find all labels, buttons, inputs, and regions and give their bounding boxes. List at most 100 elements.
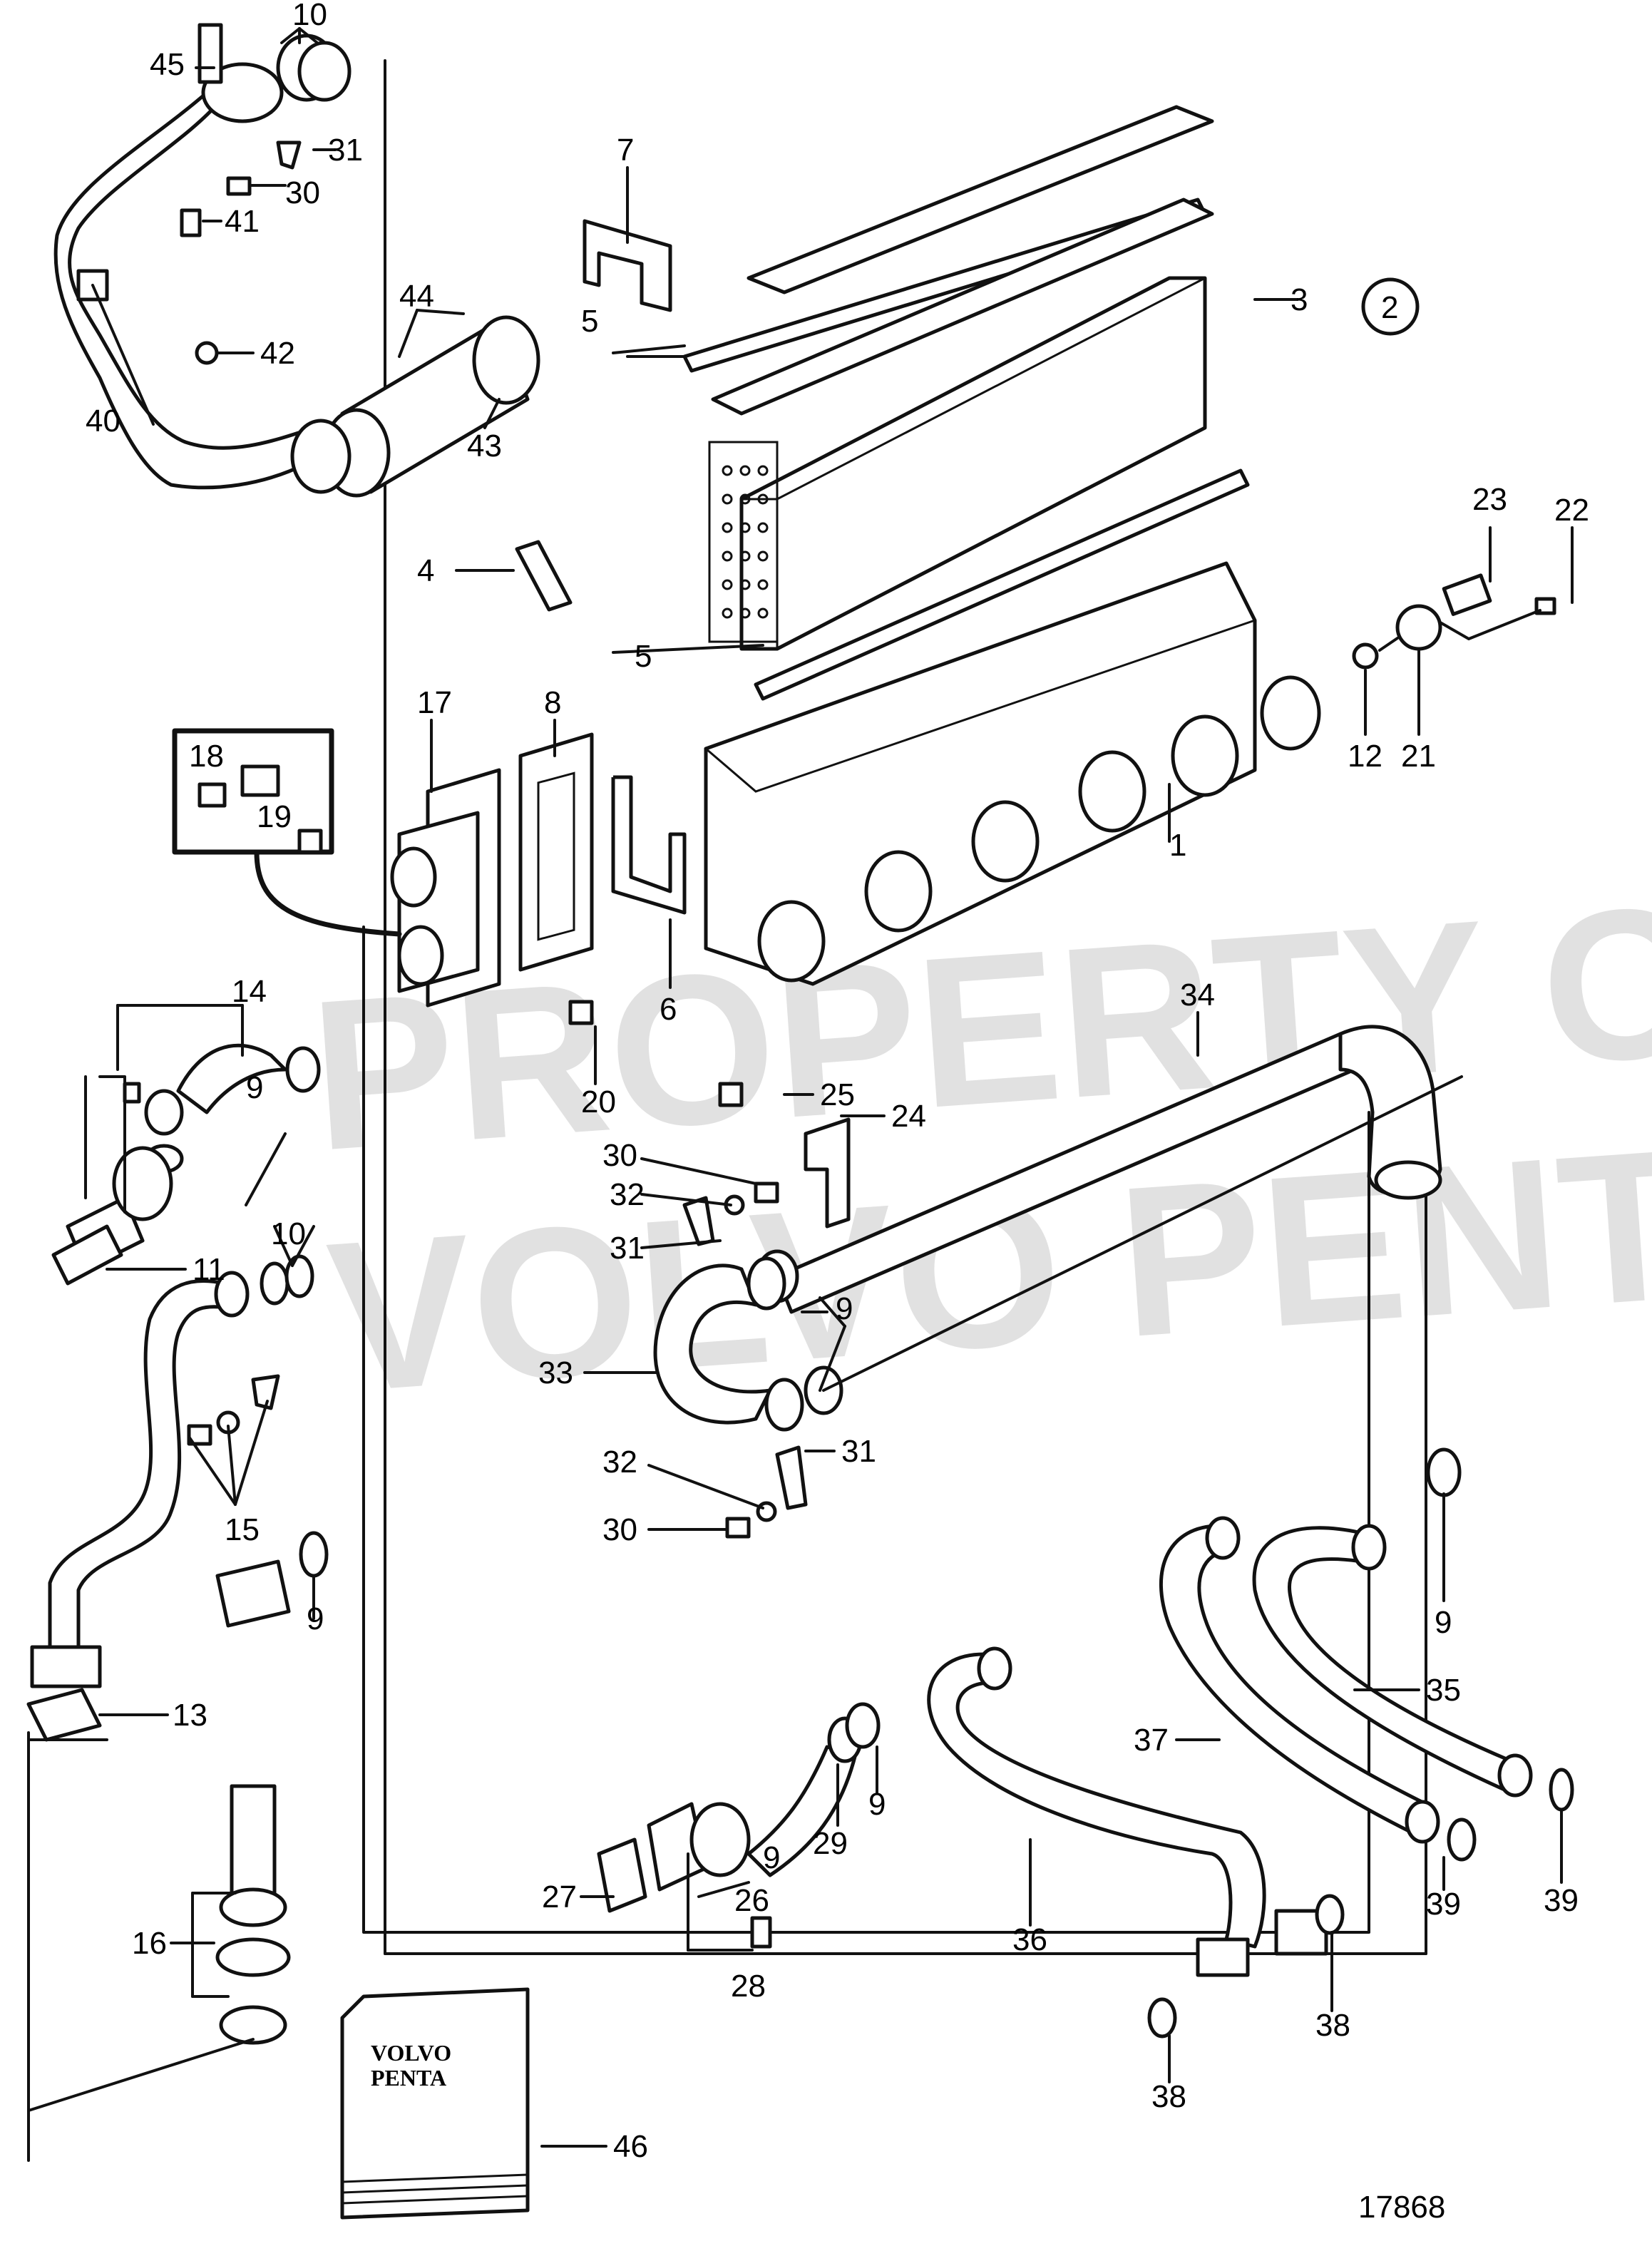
callout-16: 16 xyxy=(132,1926,167,1961)
callout-24: 24 xyxy=(891,1099,926,1134)
callout-44: 44 xyxy=(399,279,434,314)
flange-21 xyxy=(1395,604,1442,651)
small-bracket xyxy=(583,219,672,312)
bolt-41 xyxy=(180,208,202,237)
callout-12: 12 xyxy=(1348,739,1382,774)
pipe-36 xyxy=(927,1646,1328,1977)
callout-6: 6 xyxy=(660,992,677,1027)
inset-leader xyxy=(254,849,402,937)
clip-31-low xyxy=(775,1445,808,1510)
bolt-30-top xyxy=(226,176,252,196)
callout-38a: 38 xyxy=(1151,2079,1186,2114)
o-ring-39-a xyxy=(1447,1817,1477,1862)
o-ring-9-pipe35 xyxy=(1426,1447,1462,1497)
callout-11: 11 xyxy=(193,1252,225,1287)
callout-45: 45 xyxy=(150,47,185,82)
callout-19: 19 xyxy=(257,799,292,834)
callout-20: 20 xyxy=(581,1085,616,1119)
callout-36: 36 xyxy=(1012,1922,1047,1957)
callout-9b: 9 xyxy=(836,1291,853,1326)
callout-9d: 9 xyxy=(1435,1605,1452,1640)
bracket-24 xyxy=(804,1117,851,1229)
callout-9f: 9 xyxy=(763,1840,780,1875)
pipe-35 xyxy=(1252,1524,1533,1798)
callout-25: 25 xyxy=(820,1077,855,1112)
cooler-core xyxy=(708,105,1214,651)
callout-41: 41 xyxy=(225,204,260,239)
coupling-26 xyxy=(689,1802,751,1877)
callout-10a: 10 xyxy=(292,0,327,32)
gasket-13 xyxy=(26,1688,102,1742)
clip-15 xyxy=(251,1374,280,1410)
callout-5a: 5 xyxy=(581,304,598,339)
nut-42 xyxy=(195,341,219,365)
o-ring-10-lower-a xyxy=(260,1261,289,1306)
callout-17: 17 xyxy=(417,685,452,720)
callout-32a: 32 xyxy=(610,1177,645,1212)
callout-30b: 30 xyxy=(602,1138,637,1173)
callout-9c: 9 xyxy=(307,1601,324,1636)
callout-33: 33 xyxy=(538,1355,573,1390)
callout-9a: 9 xyxy=(246,1070,263,1105)
callout-40: 40 xyxy=(86,404,120,439)
callout-29: 29 xyxy=(813,1826,848,1861)
callout-34: 34 xyxy=(1180,978,1215,1012)
charge-air-hose-43 xyxy=(290,315,540,498)
callout-31c: 31 xyxy=(841,1434,876,1469)
nipple-23 xyxy=(1442,573,1492,616)
callout-30c: 30 xyxy=(602,1512,637,1547)
nipple-19 xyxy=(240,764,280,797)
pipe-29 xyxy=(747,1716,863,1877)
manual-cover: VOLVO PENTA xyxy=(340,1987,530,2220)
callout-35: 35 xyxy=(1426,1673,1461,1708)
callout-22: 22 xyxy=(1554,493,1589,528)
callout-21: 21 xyxy=(1401,739,1436,774)
top-cover-plate xyxy=(711,198,1214,416)
callout-31a: 31 xyxy=(328,133,363,168)
cooler-housing xyxy=(704,561,1321,986)
callout-23: 23 xyxy=(1472,482,1507,517)
gasket-27 xyxy=(597,1837,647,1913)
callout-15: 15 xyxy=(225,1512,260,1547)
vertical-pipe-16 xyxy=(215,1784,291,2045)
seal-strip xyxy=(611,775,687,915)
o-ring-38-b xyxy=(1315,1894,1345,1935)
callout-32b: 32 xyxy=(602,1445,637,1480)
bolt-30-mid xyxy=(754,1181,779,1204)
callout-5b: 5 xyxy=(635,639,652,674)
callout-38b: 38 xyxy=(1315,2008,1350,2043)
core-fin-grid xyxy=(722,465,769,619)
o-ring-39-b xyxy=(1549,1768,1574,1812)
nipple-9-lower-left xyxy=(215,1559,291,1628)
callout-3: 3 xyxy=(1291,282,1308,317)
bolt-20 xyxy=(568,1000,594,1025)
strip xyxy=(515,540,573,612)
callout-9e: 9 xyxy=(868,1787,886,1822)
o-ring-9-pipe29 xyxy=(845,1702,881,1749)
leader-lines xyxy=(91,27,1574,2148)
cover-brand-line-1: VOLVO xyxy=(371,2040,451,2066)
bolt-25 xyxy=(718,1082,744,1107)
leader-pipe-group xyxy=(822,1075,1463,1392)
bolt-17 xyxy=(297,829,323,854)
elbow-33 xyxy=(653,1256,843,1432)
drawing-number: 17868 xyxy=(1358,2190,1445,2225)
o-ring-9-lower-left xyxy=(299,1531,329,1578)
callout-30a: 30 xyxy=(285,175,320,210)
callout-7: 7 xyxy=(617,133,634,168)
callout-42: 42 xyxy=(260,336,295,371)
lower-gasket xyxy=(754,468,1250,701)
callout-46: 46 xyxy=(613,2129,648,2164)
section-marker: 2 xyxy=(1381,290,1398,325)
callout-27: 27 xyxy=(542,1880,577,1914)
callout-39b: 39 xyxy=(1544,1883,1579,1918)
hose-14 xyxy=(144,1043,321,1174)
plug-18 xyxy=(197,782,227,808)
callout-28: 28 xyxy=(731,1969,766,2004)
section-marker-circle xyxy=(1361,277,1420,336)
callout-4: 4 xyxy=(417,553,434,588)
bolt-28 xyxy=(750,1916,772,1949)
callout-14: 14 xyxy=(232,974,267,1009)
